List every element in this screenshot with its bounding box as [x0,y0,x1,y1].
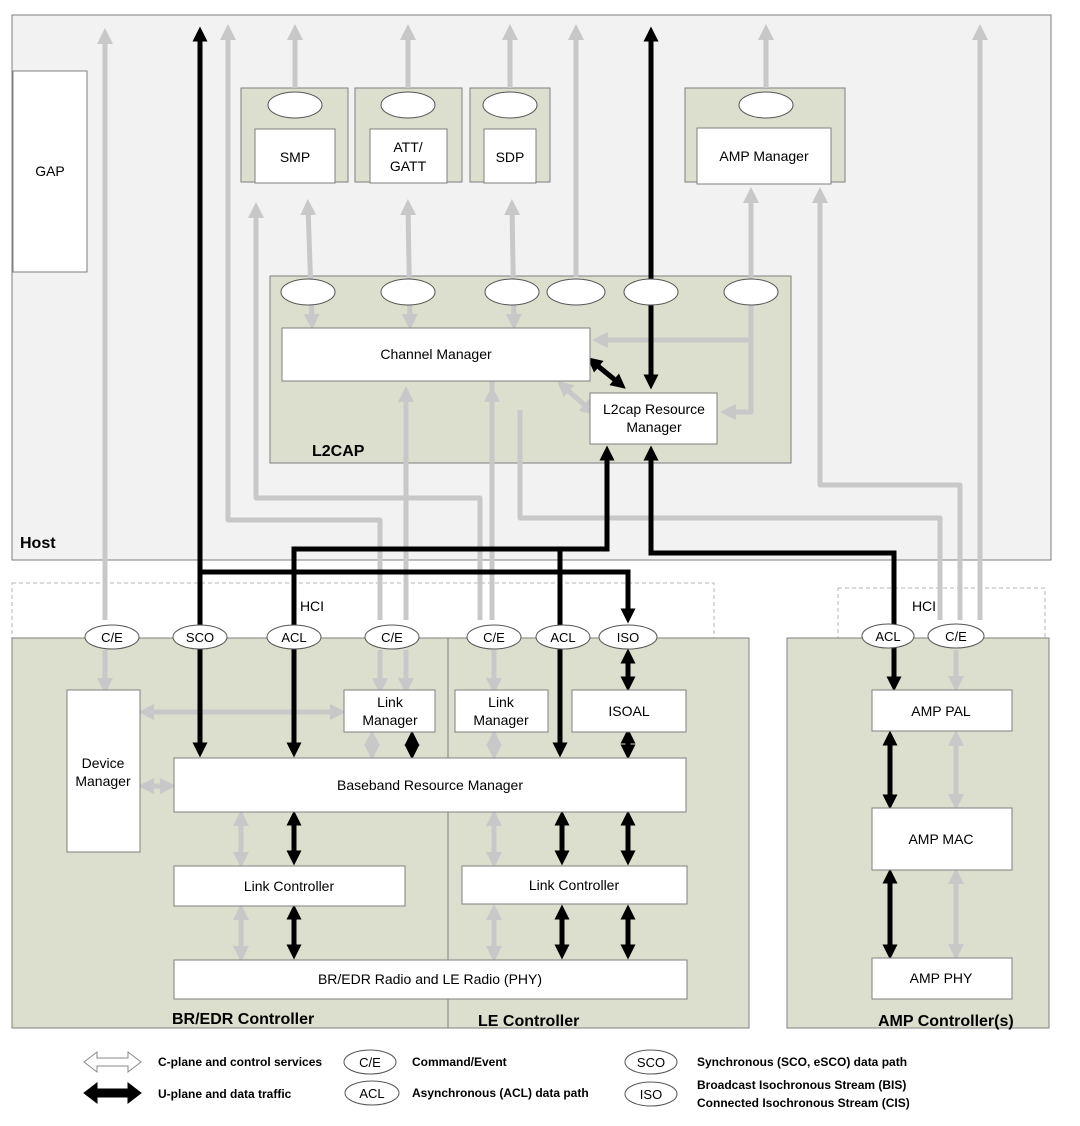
hci-port-ce [84,624,140,650]
radio-label: BR/EDR Radio and LE Radio (PHY) [318,971,542,987]
amp-manager-label: AMP Manager [719,148,809,164]
hci-port-label: C/E [381,630,403,645]
bredr-controller-label: BR/EDR Controller [172,1011,314,1028]
l2cap-sap [623,278,679,306]
channel-manager-box [281,327,591,382]
l2cap-sap [546,278,606,306]
amp-controller-label: AMP Controller(s) [878,1013,1014,1030]
iso-legend-text: Broadcast Isochronous Stream (BIS) [697,1078,906,1092]
link-controller-le-box [461,865,688,905]
hci-port-acl [535,624,591,650]
link-manager-le-label: Manager [473,712,529,728]
smp-box [254,128,336,184]
isoal-box [571,689,687,733]
smp-label: SMP [280,149,310,165]
c-plane-legend-text: C-plane and control services [158,1055,322,1069]
link-manager-bredr-label: Manager [362,712,418,728]
hci-label: HCI [300,598,324,614]
hci-port-iso [598,624,658,650]
sdp-sap [482,91,538,119]
amp-pal-box [871,689,1013,732]
sdp-label: SDP [496,149,525,165]
att-gatt-label: GATT [390,158,427,174]
link-manager-bredr-label: Link [377,694,404,710]
l2cap-sap [723,278,779,306]
u-plane-legend-text: U-plane and data traffic [158,1087,292,1101]
iso-legend-symbol: ISO [640,1087,662,1102]
hci-port-label: SCO [186,630,214,645]
amp-phy-label: AMP PHY [910,970,973,986]
ce-legend-symbol: C/E [359,1055,381,1070]
amp-manager-box [696,127,832,185]
sco-legend-text: Synchronous (SCO, eSCO) data path [697,1055,907,1069]
amp-mac-label: AMP MAC [908,831,973,847]
amp-mac-box [871,807,1013,871]
l2cap-resource-manager-box [589,392,718,445]
sco-legend-oval [624,1049,678,1075]
iso-legend-text: Connected Isochronous Stream (CIS) [697,1096,910,1110]
acl-legend-symbol: ACL [359,1086,384,1101]
acl-legend-text: Asynchronous (ACL) data path [412,1086,589,1100]
hci-port-label: ACL [550,630,575,645]
link-manager-le-box [454,689,549,733]
device-manager-label: Device [82,755,125,771]
hci-port-acl [861,623,915,649]
sco-legend-symbol: SCO [637,1055,665,1070]
iso-legend-oval [624,1081,678,1107]
hci-port-ce [364,624,420,650]
l2cap-label: L2CAP [312,443,365,460]
device-manager-box [66,689,141,853]
ce-legend-oval [343,1049,397,1075]
baseband-resource-manager-box [173,757,687,813]
l2cap-resource-manager-label: L2cap Resource [603,401,705,417]
link-controller-bredr-label: Link Controller [244,878,335,894]
c-plane-legend-icon [83,1050,142,1074]
hci-port-label: ACL [281,630,306,645]
hci-port-ce [927,623,985,649]
link-manager-le-label: Link [488,694,515,710]
hci-port-ce [466,624,522,650]
hci-port-label: ACL [875,629,900,644]
amp-manager-sap [738,91,794,119]
le-controller-label: LE Controller [478,1013,579,1030]
att-gatt-sap [380,91,436,119]
sdp-box [483,128,537,184]
smp-sap [267,91,323,119]
baseband-resource-manager-label: Baseband Resource Manager [337,777,523,793]
hci-port-acl [266,624,322,650]
isoal-label: ISOAL [608,703,649,719]
hci-label: HCI [912,598,936,614]
device-manager-label: Manager [75,773,131,789]
link-manager-bredr-box [343,689,436,733]
hci-port-label: C/E [101,630,123,645]
ce-legend-text: Command/Event [412,1055,507,1069]
legend: C-plane and control services U-plane and… [83,1049,910,1110]
l2cap-sap [380,278,436,306]
u-plane-legend-icon [83,1081,142,1105]
link-controller-bredr-box [173,865,406,907]
acl-legend-oval [344,1080,400,1106]
hci-port-label: C/E [945,629,967,644]
hci-port-label: C/E [483,630,505,645]
channel-manager-label: Channel Manager [380,346,492,362]
att-gatt-box [369,128,448,184]
gap-label: GAP [35,163,65,179]
hci-port-sco [172,624,228,650]
amp-phy-box [871,957,1013,1000]
radio-box [173,959,688,1000]
l2cap-sap [280,278,336,306]
l2cap-sap [484,278,540,306]
hci-port-label: ISO [617,630,639,645]
gap-box [12,70,88,273]
att-gatt-label: ATT/ [393,139,422,155]
amp-pal-label: AMP PAL [911,703,971,719]
l2cap-resource-manager-label: Manager [626,419,682,435]
link-controller-le-label: Link Controller [529,877,620,893]
host-label: Host [20,535,56,552]
